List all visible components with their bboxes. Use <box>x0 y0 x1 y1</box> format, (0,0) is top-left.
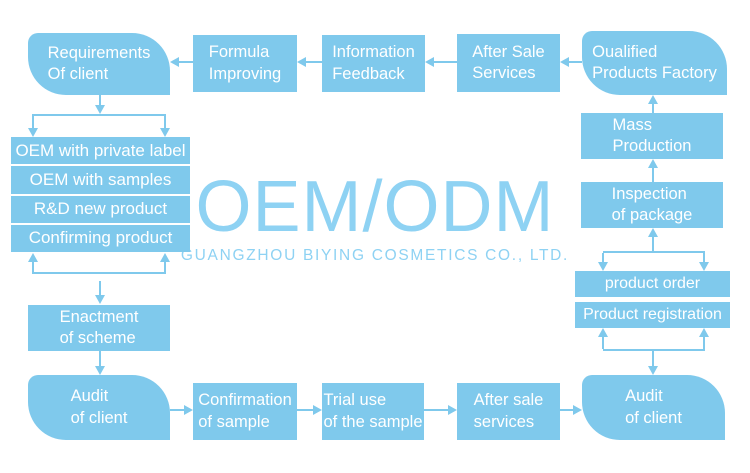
node-label: Information Feedback <box>332 43 415 83</box>
bracket-left-arm <box>32 262 34 272</box>
stack-item: OEM with samples <box>11 166 190 194</box>
stack-item: OEM with private label <box>11 137 190 165</box>
arrowhead-into-stack-bottom-right <box>160 253 170 262</box>
bracket-right-arm-registration <box>703 337 705 349</box>
node-label: Trial use of the sample <box>323 391 423 431</box>
node-confirmation-of-sample: Confirmation of sample <box>193 383 297 440</box>
node-label: After Sale Services <box>472 42 545 82</box>
split-right-arm-order <box>703 253 705 262</box>
connector-enactment-to-audit <box>99 351 101 366</box>
node-product-registration: Product registration <box>575 302 730 328</box>
node-label: Confirmation of sample <box>198 391 292 431</box>
stack-oem-options: OEM with private label OEM with samples … <box>11 137 190 252</box>
arrowhead-into-order-right <box>699 262 709 271</box>
split-left-arm-order <box>602 253 604 262</box>
connector-order-inspection-stem <box>652 237 654 251</box>
stack-item: R&D new product <box>11 195 190 223</box>
arrowhead-requirements-down <box>95 105 105 114</box>
connector-mass-to-factory <box>652 104 654 113</box>
arrow-line <box>433 61 457 63</box>
arrowhead-into-inspection <box>648 228 658 237</box>
node-label: Enactment of scheme <box>59 307 139 347</box>
arrowhead-aftersale-to-feedback <box>425 57 434 67</box>
arrowhead-into-mass <box>648 159 658 168</box>
node-formula-improving: Formula Improving <box>193 35 297 92</box>
arrowhead-into-stack-bottom-left <box>28 253 38 262</box>
arrowhead-feedback-to-formula <box>297 57 306 67</box>
connector-split-left-arm <box>32 116 34 128</box>
node-label: Mass Production <box>612 115 692 155</box>
arrowhead-factory-to-aftersale <box>560 57 569 67</box>
arrow-line <box>297 409 313 411</box>
node-trial-use-of-sample: Trial use of the sample <box>322 383 424 440</box>
arrow-line <box>170 409 184 411</box>
node-requirements-of-client: Requirements Of client <box>28 33 170 95</box>
node-audit-of-client-left: Audit of client <box>28 375 170 440</box>
arrowhead-into-enactment <box>95 295 105 304</box>
node-qualified-products-factory: Oualified Products Factory <box>582 31 727 95</box>
node-label: Formula Improving <box>208 43 282 83</box>
node-after-sale-services-bottom: After sale services <box>457 383 560 440</box>
node-mass-production: Mass Production <box>581 113 723 159</box>
connector-to-enactment <box>99 281 101 295</box>
node-information-feedback: Information Feedback <box>322 35 425 92</box>
node-label: product order <box>604 274 701 292</box>
arrowhead-audit-to-confirmation <box>184 405 193 415</box>
bracket-right-arm <box>164 262 166 272</box>
connector-inspection-to-mass <box>652 168 654 182</box>
node-label: Audit of client <box>70 387 128 427</box>
node-label: Inspection of package <box>611 184 693 224</box>
node-label: Product registration <box>583 305 722 323</box>
arrowhead-into-registration-right <box>699 328 709 337</box>
stack-item: Confirming product <box>11 224 190 252</box>
connector-split-right-arm <box>164 116 166 128</box>
connector-requirements-down <box>99 95 101 105</box>
arrowhead-into-stack-left <box>28 128 38 137</box>
node-label: Requirements Of client <box>47 43 151 83</box>
bracket-left-arm-registration <box>602 337 604 349</box>
arrowhead-formula-to-requirements <box>170 57 179 67</box>
arrowhead-into-order-left <box>598 262 608 271</box>
connector-split-bar-top <box>32 114 166 116</box>
arrow-line <box>560 409 573 411</box>
arrowhead-into-stack-right <box>160 128 170 137</box>
arrowhead-into-audit-right <box>648 366 658 375</box>
arrowhead-into-factory <box>648 95 658 104</box>
bracket-bar-registration <box>603 349 705 351</box>
node-inspection-of-package: Inspection of package <box>581 182 723 228</box>
arrow-line <box>568 61 582 63</box>
arrowhead-aftersale-to-audit <box>573 405 582 415</box>
arrowhead-into-audit-left <box>95 366 105 375</box>
arrowhead-trial-to-aftersale <box>448 405 457 415</box>
node-after-sale-services-top: After Sale Services <box>457 34 560 92</box>
node-label: Oualified Products Factory <box>592 42 717 82</box>
arrow-line <box>305 61 322 63</box>
node-label: Audit of client <box>625 387 682 427</box>
bracket-bar <box>32 272 166 274</box>
node-label: After sale services <box>473 391 544 431</box>
connector-to-audit-right <box>652 351 654 366</box>
page-title: OEM/ODM <box>195 167 555 247</box>
node-enactment-of-scheme: Enactment of scheme <box>28 305 170 351</box>
company-subtitle: GUANGZHOU BIYING COSMETICS CO., LTD. <box>180 247 570 264</box>
node-audit-of-client-right: Audit of client <box>582 375 725 440</box>
arrow-line <box>424 409 448 411</box>
split-bar-order <box>603 251 705 253</box>
arrow-line <box>178 61 193 63</box>
arrowhead-into-registration-left <box>598 328 608 337</box>
arrowhead-confirmation-to-trial <box>313 405 322 415</box>
node-product-order: product order <box>575 271 730 297</box>
